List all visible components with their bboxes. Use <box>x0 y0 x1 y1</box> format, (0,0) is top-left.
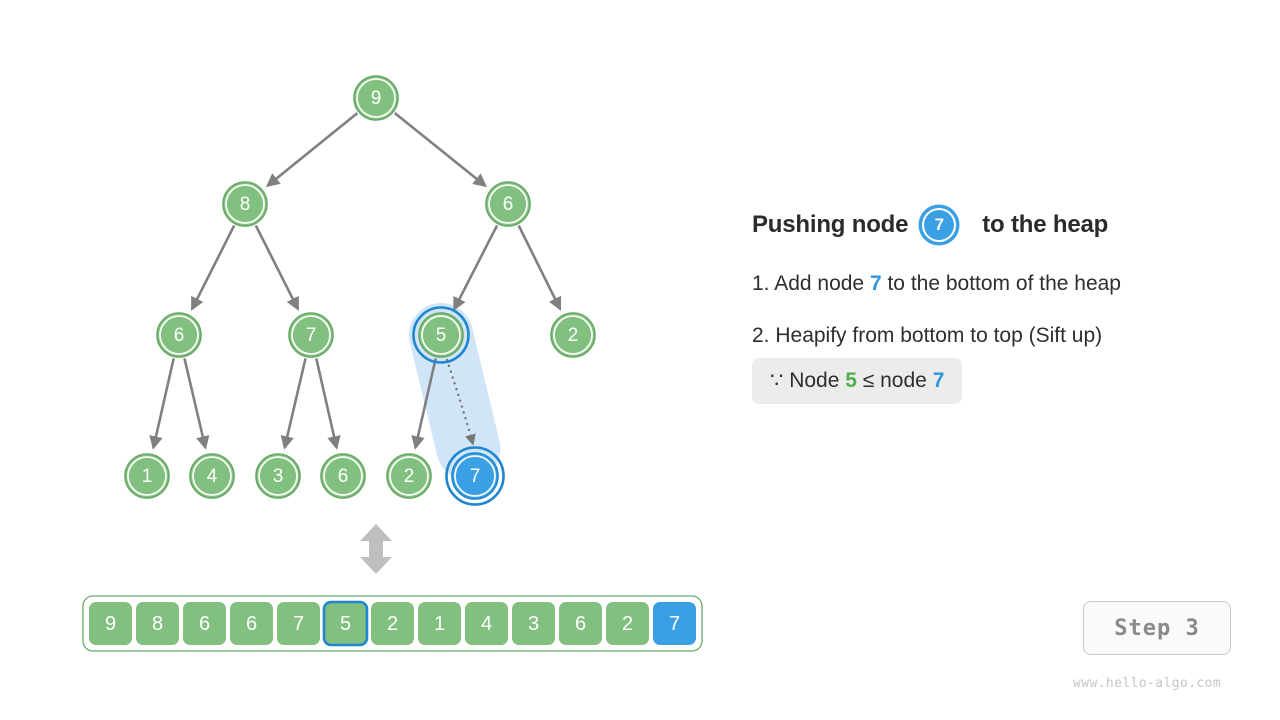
step-item-1: 1. Add node 7 to the bottom of the heap <box>752 271 1252 297</box>
array-cell: 2 <box>606 602 649 645</box>
tree-edge <box>280 358 307 450</box>
tree-edge <box>453 224 499 311</box>
because-symbol: ∵ <box>770 368 784 392</box>
tree-edge <box>254 224 300 311</box>
step-1-suffix: to the bottom of the heap <box>881 272 1121 295</box>
node-selection-ring <box>445 446 505 506</box>
link-arrow-layer <box>360 524 392 574</box>
tree-edge <box>411 358 437 450</box>
tree-node: 7 <box>288 312 334 358</box>
array-cell-label: 6 <box>575 613 586 635</box>
array-cell: 7 <box>653 602 696 645</box>
tree-node-label: 8 <box>240 194 251 215</box>
array-cell-label: 6 <box>246 613 257 635</box>
step-item-2: 2. Heapify from bottom to top (Sift up) <box>752 323 1252 349</box>
tree-node: 4 <box>189 453 235 499</box>
array-cell-label: 8 <box>152 613 163 635</box>
array-cell-label: 6 <box>199 613 210 635</box>
tree-edge <box>517 224 562 311</box>
array-cell-label: 3 <box>528 613 539 635</box>
tree-node-label: 7 <box>306 325 317 346</box>
tree-node: 2 <box>386 453 432 499</box>
tree-node-label: 6 <box>338 466 349 487</box>
tree-node: 6 <box>156 312 202 358</box>
tree-node-label: 2 <box>568 325 579 346</box>
tree-edge <box>393 112 487 188</box>
title-prefix: Pushing node <box>752 211 909 238</box>
tree-edge <box>190 224 236 311</box>
tree-node: 9 <box>353 75 399 121</box>
note-mid: ≤ node <box>856 368 933 392</box>
page-title: Pushing node 7 to the heap <box>752 205 1252 245</box>
tree-edge <box>183 358 210 450</box>
note-right-value: 7 <box>932 368 945 392</box>
tree-node-label: 9 <box>371 88 382 109</box>
tree-node-label: 5 <box>436 325 447 346</box>
array-cell: 3 <box>512 602 555 645</box>
tree-nodes-layer: 9 8 6 6 7 5 2 1 4 3 6 2 7 <box>124 75 596 506</box>
step-1-prefix: 1. Add node <box>752 272 870 295</box>
tree-node: 3 <box>255 453 301 499</box>
tree-node-label: 1 <box>142 466 153 487</box>
array-cell: 8 <box>136 602 179 645</box>
array-cell-label: 2 <box>387 613 398 635</box>
node-selection-ring <box>412 306 470 364</box>
tree-node: 2 <box>550 312 596 358</box>
tree-node: 6 <box>320 453 366 499</box>
array-cell: 9 <box>89 602 132 645</box>
tree-edges-layer <box>149 112 562 450</box>
tree-node-label: 4 <box>207 466 218 487</box>
tree-node-label: 6 <box>503 194 514 215</box>
array-cell: 6 <box>230 602 273 645</box>
array-cell: 6 <box>183 602 226 645</box>
array-cell-label: 7 <box>669 613 680 635</box>
reason-note: ∵ Node 5 ≤ node 7 <box>752 357 963 404</box>
sift-arrow-layer <box>445 358 476 446</box>
tree-edge <box>315 358 341 450</box>
tree-node-label: 7 <box>470 466 481 487</box>
tree-node: 7 <box>445 446 505 506</box>
tree-node-label: 3 <box>273 466 284 487</box>
note-left-value: 5 <box>845 368 857 392</box>
array-cell-label: 2 <box>622 613 633 635</box>
step-2-prefix: 2. Heapify from bottom to top (Sift up) <box>752 324 1103 348</box>
tree-array-link-arrow <box>360 524 392 574</box>
explanation-panel: Pushing node 7 to the heap 1. Add node 7… <box>752 205 1252 404</box>
tree-node-label: 2 <box>404 466 415 487</box>
tree-node: 6 <box>485 181 531 227</box>
step-list: 1. Add node 7 to the bottom of the heap … <box>752 271 1252 350</box>
array-cell-label: 9 <box>105 613 116 635</box>
array-cell-label: 4 <box>481 613 492 635</box>
note-pre: Node <box>783 368 846 392</box>
array-cell: 2 <box>371 602 414 645</box>
step-badge: Step 3 <box>1083 601 1231 655</box>
array-cell: 5 <box>322 600 369 647</box>
tree-node: 1 <box>124 453 170 499</box>
tree-node: 8 <box>222 181 268 227</box>
array-cell-label: 5 <box>340 613 351 635</box>
tree-edge <box>149 358 175 450</box>
tree-edge <box>265 112 359 188</box>
array-cell-label: 7 <box>293 613 304 635</box>
sift-up-arrow <box>445 358 476 446</box>
watermark: www.hello-algo.com <box>1073 676 1222 691</box>
step-1-value: 7 <box>869 272 882 295</box>
array-layer: 9 8 6 6 7 5 2 1 4 3 6 2 7 <box>82 595 703 652</box>
title-suffix: to the heap <box>982 211 1109 238</box>
array-cell: 4 <box>465 602 508 645</box>
array-cell: 1 <box>418 602 461 645</box>
array-cell-label: 1 <box>434 613 445 635</box>
tree-node: 5 <box>412 306 470 364</box>
tree-node-label: 6 <box>174 325 185 346</box>
array-cell: 7 <box>277 602 320 645</box>
array-cell: 6 <box>559 602 602 645</box>
title-node-badge: 7 <box>922 208 957 242</box>
